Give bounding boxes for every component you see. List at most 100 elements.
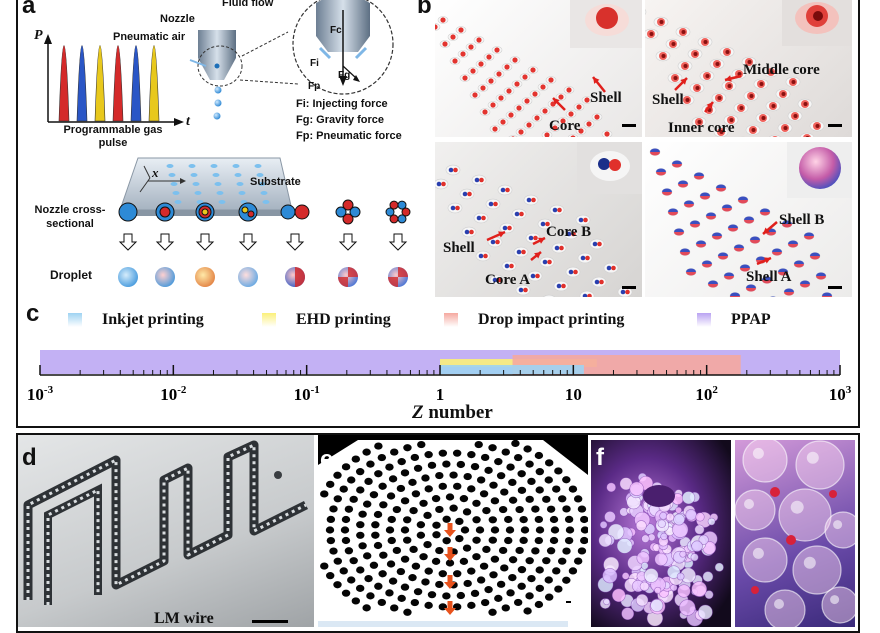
inner-core: [725, 50, 730, 54]
core-b: [505, 187, 510, 193]
assembled-droplet: [685, 509, 697, 521]
printed-dot: [416, 531, 426, 539]
printed-dot: [488, 536, 497, 544]
droplet-core: [542, 108, 548, 114]
tick-label: 10-3: [27, 384, 54, 404]
shell-b: [738, 196, 748, 200]
core-b: [597, 241, 602, 247]
printed-dot: [498, 505, 508, 514]
shell-b: [804, 232, 814, 236]
assembled-droplet: [621, 607, 635, 621]
assembled-droplet: [607, 523, 625, 541]
red-droplet: [770, 487, 780, 497]
assembled-droplet: [704, 590, 714, 600]
printed-dot: [505, 526, 515, 534]
inner-core: [705, 74, 710, 78]
printed-dot: [379, 551, 388, 559]
droplet-core: [508, 112, 514, 118]
printed-dot: [326, 515, 336, 523]
inner-core: [791, 80, 796, 84]
cross-section-ring: [385, 207, 395, 217]
red-droplet: [786, 535, 796, 545]
large-droplet: [742, 537, 788, 583]
printed-dot: [542, 495, 551, 503]
printed-dot: [459, 495, 469, 503]
core-b: [583, 217, 588, 223]
core-a: [474, 177, 480, 183]
b3-core-b-label: Core B: [546, 224, 592, 240]
printed-dot: [355, 584, 365, 592]
shell-a: [712, 236, 722, 240]
flow-arrowhead: [444, 530, 456, 537]
inner-core: [761, 116, 766, 120]
assembled-droplet: [659, 511, 668, 520]
inner-core: [661, 54, 666, 58]
large-droplet: [792, 545, 842, 595]
printed-dot: [374, 582, 383, 590]
printed-dot: [341, 589, 351, 597]
printed-dot: [432, 531, 441, 539]
printed-dot: [344, 547, 354, 555]
inner-core: [703, 40, 708, 44]
droplet-core: [450, 34, 456, 40]
lm-wire-path: [23, 440, 309, 600]
assembled-droplet: [657, 519, 666, 528]
droplet-sphere: [195, 267, 215, 287]
printed-dot: [534, 515, 544, 524]
lm-wire-path: [44, 483, 102, 605]
core-b: [611, 265, 616, 271]
substrate-dot: [174, 200, 182, 204]
pointer-arrowhead: [593, 77, 600, 84]
legend-label: Inkjet printing: [102, 311, 204, 328]
shell-a: [696, 244, 706, 248]
printed-dot: [453, 570, 462, 578]
printed-dot: [463, 579, 472, 588]
droplet-core: [460, 51, 466, 57]
printed-dot: [373, 541, 383, 550]
middle-core: [772, 136, 778, 137]
legend-fi: Fi: Injecting force: [296, 98, 388, 110]
cross-section-ring: [389, 200, 399, 210]
printed-dot: [525, 460, 534, 468]
top-figure-frame: [16, 0, 860, 428]
tick-label: 10: [565, 385, 582, 404]
printed-dot: [344, 505, 354, 513]
droplet-core: [506, 88, 512, 94]
inner-core: [649, 32, 654, 36]
printed-droplet: [543, 294, 555, 297]
printed-dot: [442, 592, 451, 600]
printed-droplet: [508, 135, 518, 137]
gas-pulse-peak: [130, 45, 142, 122]
printed-dot: [403, 444, 412, 452]
shell-a: [784, 292, 794, 296]
cross-section-ring: [201, 208, 209, 216]
printed-dot: [501, 448, 510, 456]
core-b: [559, 245, 564, 251]
printed-dot: [558, 557, 567, 565]
printed-dot: [542, 557, 551, 565]
middle-core: [803, 134, 811, 137]
printed-dot: [534, 536, 544, 545]
shell-a: [678, 184, 688, 188]
caption-strip: [318, 621, 568, 627]
substrate-dot: [212, 173, 220, 177]
droplet-core: [476, 37, 482, 43]
inner-core: [749, 94, 754, 98]
scale-bar-b2: [828, 124, 842, 127]
printed-dot: [525, 495, 534, 503]
core-b: [521, 249, 526, 255]
nozzle-cross-sectional-label: Nozzle cross-sectional: [34, 204, 106, 230]
droplet-highlight: [790, 500, 804, 514]
printed-dot: [445, 493, 455, 501]
printed-dot: [413, 464, 423, 472]
core-a: [448, 167, 454, 173]
printed-dot: [544, 593, 554, 601]
pulse-number: 1: [115, 110, 120, 120]
printed-dot: [362, 448, 371, 456]
core-a: [554, 245, 560, 251]
photo-core-shell: [435, 0, 642, 137]
assembled-droplet: [691, 581, 708, 597]
shell-a: [746, 288, 756, 292]
droplet-sphere: [238, 267, 258, 287]
